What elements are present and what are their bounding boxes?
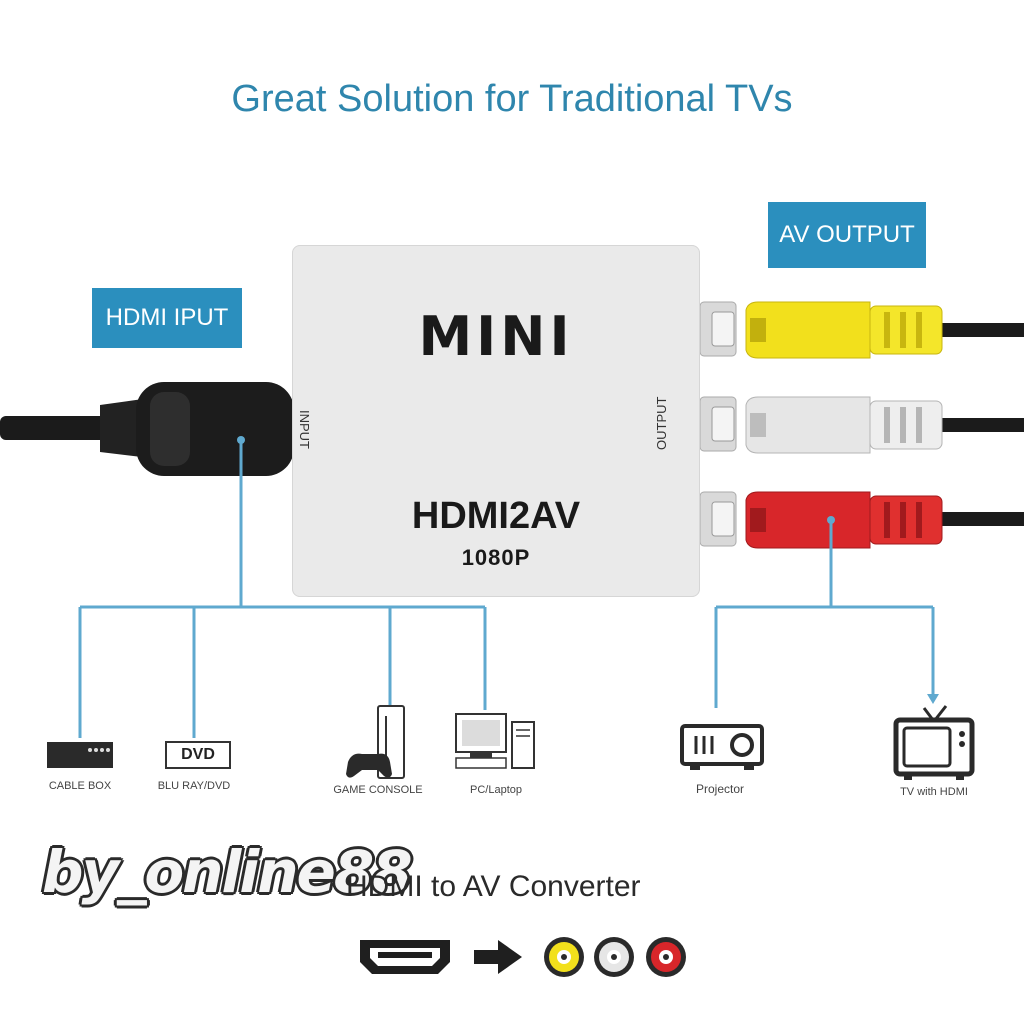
page-title: Great Solution for Traditional TVs [231, 78, 793, 120]
rca-yellow-icon [544, 937, 584, 977]
hdmi-cable [0, 382, 294, 476]
converter-device: MINI INPUT OUTPUT HDMI2AV 1080P [292, 245, 700, 597]
projector-icon [680, 724, 764, 770]
arrow-right-icon [474, 940, 522, 974]
source-label-pc-laptop: PC/Laptop [470, 784, 522, 796]
connection-dots [237, 436, 939, 704]
source-label-cable-box: CABLE BOX [48, 780, 112, 792]
device-input-label: INPUT [297, 410, 312, 449]
av-output-tag-label: AV OUTPUT [779, 221, 915, 248]
rca-plug-white [745, 396, 1024, 454]
rca-white-icon [594, 937, 634, 977]
device-model: HDMI2AV [411, 495, 581, 537]
connection-lines [78, 440, 935, 738]
converter-caption: HDMI to AV Converter [346, 870, 641, 903]
rca-sockets [699, 301, 737, 547]
hdmi-port-icon [360, 940, 450, 974]
hdmi-input-tag-label: HDMI IPUT [105, 304, 229, 331]
source-label-game-console: GAME CONSOLE [333, 784, 423, 796]
watermark: by_online88 [42, 838, 413, 906]
device-output-label: OUTPUT [654, 396, 669, 450]
rca-plug-yellow [745, 301, 1024, 359]
hdmi-input-tag: HDMI IPUT [92, 288, 242, 348]
source-label-blu-ray-dvd: BLU RAY/DVD [157, 780, 231, 792]
device-brand: MINI [418, 305, 574, 368]
rca-red-icon [646, 937, 686, 977]
device-resolution: 1080P [461, 545, 531, 570]
output-label-tv: TV with HDMI [900, 786, 968, 798]
rca-plug-red [745, 491, 1024, 549]
output-label-projector: Projector [695, 782, 745, 796]
dvd-player-icon [165, 741, 231, 769]
cable-box-icon [47, 742, 113, 768]
tv-icon [893, 705, 975, 780]
pc-laptop-icon [455, 713, 535, 769]
dvd-badge: DVD [181, 746, 215, 763]
game-console-icon [346, 705, 405, 779]
av-output-tag: AV OUTPUT [768, 202, 926, 268]
